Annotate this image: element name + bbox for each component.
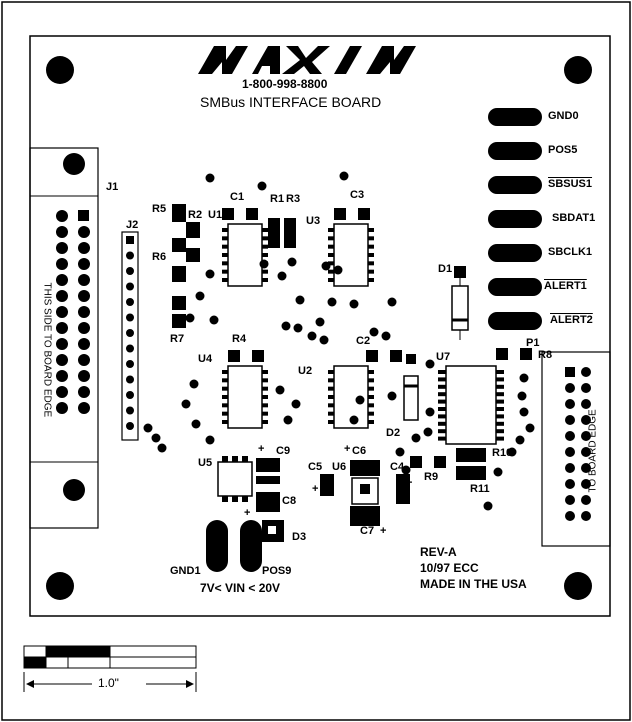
ic-u5 xyxy=(217,456,253,502)
pad-label-gnd0: GND0 xyxy=(548,110,579,122)
vias xyxy=(143,171,535,511)
header-j2 xyxy=(121,231,139,441)
connector-right xyxy=(541,351,611,547)
label-u5: U5 xyxy=(198,457,213,469)
label-r11: R11 xyxy=(470,483,490,495)
label-this-side-to-board-edge: THIS SIDE TO BOARD EDGE xyxy=(41,282,53,418)
polarity-plus-c8: + xyxy=(244,507,251,519)
diode-d1 xyxy=(451,266,469,340)
label-u7: U7 xyxy=(436,351,451,363)
label-r6: R6 xyxy=(152,251,167,263)
label-date: 10/97 ECC xyxy=(420,561,479,575)
label-c9: C9 xyxy=(276,445,291,457)
polarity-plus-c9: + xyxy=(258,443,265,455)
ic-u7 xyxy=(438,365,504,445)
label-gnd1: GND1 xyxy=(170,565,201,577)
label-d2: D2 xyxy=(386,427,401,439)
label-j2: J2 xyxy=(126,219,139,231)
label-c4: C4 xyxy=(390,461,405,473)
phone-number: 1-800-998-8800 xyxy=(242,77,328,91)
pad-pos9 xyxy=(240,520,262,572)
label-p1: P1 xyxy=(526,337,540,349)
label-c3: C3 xyxy=(350,189,365,201)
maxim-logo-mark xyxy=(198,46,416,74)
pad-label-pos5: POS5 xyxy=(548,144,578,156)
pad-label-alert1: ALERT1 xyxy=(544,280,587,292)
board-title: SMBus INTERFACE BOARD xyxy=(200,94,382,110)
label-r1: R1 xyxy=(270,193,285,205)
label-c2: C2 xyxy=(356,335,371,347)
scale-label: 1.0" xyxy=(96,676,121,690)
polarity-plus-c7: + xyxy=(380,525,387,537)
label-d3: D3 xyxy=(292,531,307,543)
ic-u1 xyxy=(222,223,268,287)
mount-hole-tl xyxy=(46,56,74,84)
edge-pads xyxy=(488,108,542,330)
smd-parts xyxy=(172,204,532,542)
d3-window xyxy=(268,526,276,534)
label-c5: C5 xyxy=(308,461,323,473)
label-r4: R4 xyxy=(232,333,247,345)
polarity-plus-c4: + xyxy=(406,477,413,489)
label-r3: R3 xyxy=(286,193,301,205)
polarity-plus-c6: + xyxy=(344,443,351,455)
label-vin-range: 7V< VIN < 20V xyxy=(200,581,281,595)
diode-d2 xyxy=(403,354,419,421)
ic-u4 xyxy=(222,365,268,429)
label-c7: C7 xyxy=(360,525,375,537)
mount-hole-tr xyxy=(564,56,592,84)
label-pos9: POS9 xyxy=(262,565,292,577)
label-d1: D1 xyxy=(438,263,453,275)
label-u6: U6 xyxy=(332,461,347,473)
label-u2: U2 xyxy=(298,365,313,377)
polarity-plus-c5: + xyxy=(312,483,319,495)
label-c1: C1 xyxy=(230,191,245,203)
connector-j1 xyxy=(29,147,99,529)
label-r9: R9 xyxy=(424,471,439,483)
pad-gnd1 xyxy=(206,520,228,572)
label-r5: R5 xyxy=(152,203,167,215)
pad-label-sbclk1: SBCLK1 xyxy=(548,246,593,258)
label-j1: J1 xyxy=(106,181,119,193)
label-r8: R8 xyxy=(538,349,553,361)
mount-hole-bl xyxy=(46,572,74,600)
label-r2: R2 xyxy=(188,209,203,221)
pad-label-sbsus1: SBSUS1 xyxy=(548,178,593,190)
pad-label-sbdat1: SBDAT1 xyxy=(552,212,596,224)
label-c8: C8 xyxy=(282,495,297,507)
scale-bar xyxy=(23,645,197,692)
label-to-board-edge: TO BOARD EDGE xyxy=(587,409,599,493)
label-r7: R7 xyxy=(170,333,185,345)
label-u4: U4 xyxy=(198,353,213,365)
label-c6: C6 xyxy=(352,445,367,457)
label-u1: U1 xyxy=(208,209,223,221)
label-made-in: MADE IN THE USA xyxy=(420,577,527,591)
ic-u6 xyxy=(351,477,379,505)
label-r10: R10 xyxy=(492,447,513,459)
pad-label-alert2: ALERT2 xyxy=(550,314,593,326)
label-revision: REV-A xyxy=(420,545,457,559)
ic-u3 xyxy=(328,223,374,287)
mount-hole-br xyxy=(564,572,592,600)
label-u3: U3 xyxy=(306,215,321,227)
